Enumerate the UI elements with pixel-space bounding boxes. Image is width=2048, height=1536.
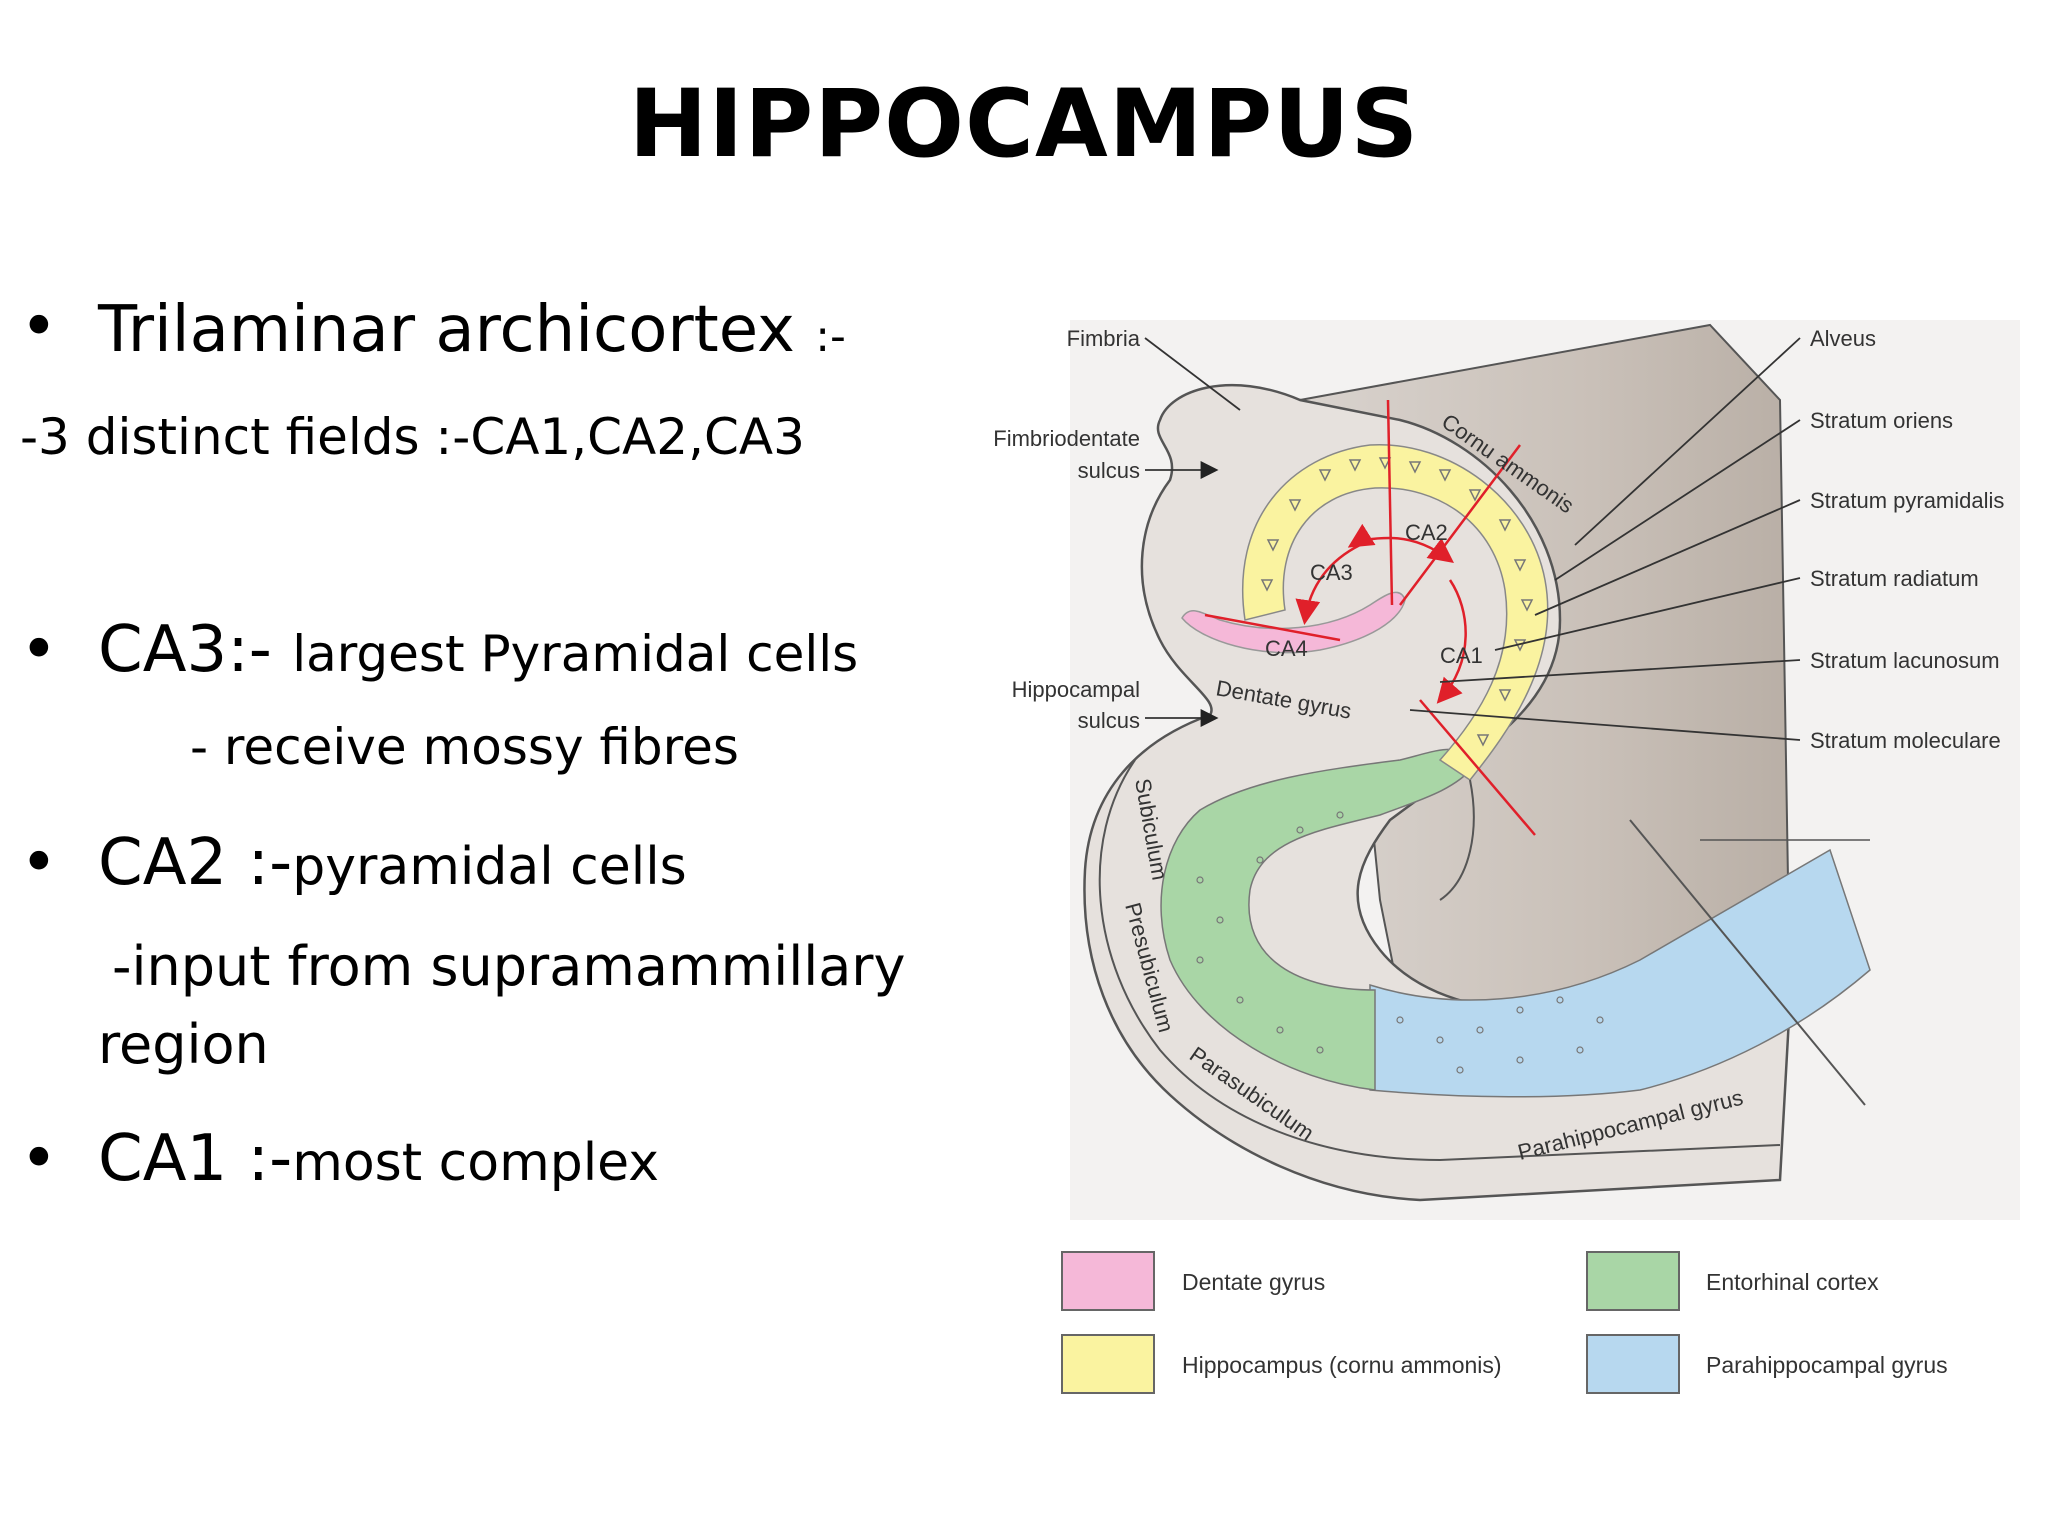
bullet-dot: • [20, 1122, 58, 1196]
bullet-tail: :- [815, 311, 846, 362]
bullet-tail: largest Pyramidal cells [292, 625, 859, 683]
bullet-head: CA3:- [98, 613, 293, 687]
parahippocampal-region [1369, 848, 1871, 1098]
dentate-gyrus-band [1181, 591, 1406, 654]
slide-title: HIPPOCAMPUS [628, 70, 1420, 179]
label-ca1: CA1 [1440, 643, 1483, 668]
label-fimbriodentate: Fimbriodentate [993, 426, 1140, 451]
bullet-head: Trilaminar archicortex [98, 293, 816, 367]
legend-label-parahippocampal: Parahippocampal gyrus [1706, 1352, 1948, 1378]
label-ca4: CA4 [1265, 636, 1308, 661]
pyramidal-cell-markers [1260, 457, 1534, 747]
outer-boundary-line [1098, 759, 1781, 1162]
bullet-ca1: CA1 :-most complex [98, 1122, 659, 1196]
label-stratum-oriens: Stratum oriens [1810, 408, 1953, 433]
label-stratum-lacunosum: Stratum lacunosum [1810, 648, 2000, 673]
input-line-2: region [98, 1013, 269, 1076]
legend-label-dentate: Dentate gyrus [1182, 1269, 1325, 1295]
label-hippocampal-sulcus: sulcus [1078, 708, 1140, 733]
label-stratum-moleculare: Stratum moleculare [1810, 728, 2001, 753]
bullet-tail: pyramidal cells [292, 837, 687, 897]
label-ca2: CA2 [1405, 520, 1448, 545]
label-stratum-pyramidalis: Stratum pyramidalis [1810, 488, 2004, 513]
legend: Dentate gyrus Entorhinal cortex Hippocam… [1061, 1251, 1948, 1394]
bullet-head: CA2 :- [98, 826, 293, 900]
bullet-tail: most complex [292, 1133, 660, 1193]
legend-label-entorhinal: Entorhinal cortex [1706, 1269, 1879, 1295]
inner-boundary-line [1439, 779, 1475, 901]
block-division-line [1629, 819, 1866, 1106]
input-line-1: -input from supramammillary [112, 935, 906, 998]
legend-swatch-parahippocampal [1586, 1334, 1680, 1394]
mossy-line: - receive mossy fibres [190, 718, 739, 776]
label-fimbriodentate-sulcus: sulcus [1078, 458, 1140, 483]
bullet-dot: • [20, 613, 58, 687]
label-fimbria: Fimbria [1067, 326, 1141, 351]
bullet-dot: • [20, 290, 58, 364]
label-alveus: Alveus [1810, 326, 1876, 351]
cornu-ammonis-band [1241, 444, 1549, 782]
bullet-ca2: CA2 :-pyramidal cells [98, 826, 687, 900]
bullet-head: CA1 :- [98, 1122, 293, 1196]
legend-swatch-hippocampus [1061, 1334, 1155, 1394]
bullet-trilaminar: Trilaminar archicortex :- [98, 293, 846, 367]
legend-label-hippocampus: Hippocampus (cornu ammonis) [1182, 1352, 1502, 1378]
label-stratum-radiatum: Stratum radiatum [1810, 566, 1979, 591]
legend-swatch-dentate [1061, 1251, 1155, 1311]
entorhinal-region [1160, 748, 1476, 1091]
label-ca3: CA3 [1310, 560, 1353, 585]
bullet-ca3: CA3:- largest Pyramidal cells [98, 613, 858, 687]
fields-line: -3 distinct fields :-CA1,CA2,CA3 [20, 408, 805, 466]
legend-swatch-entorhinal [1586, 1251, 1680, 1311]
ca-boundaries [1204, 399, 1536, 836]
cell-dots [1196, 811, 1604, 1074]
leader-lines [1144, 337, 1801, 741]
label-hippocampal: Hippocampal [1012, 677, 1140, 702]
bullet-dot: • [20, 826, 58, 900]
